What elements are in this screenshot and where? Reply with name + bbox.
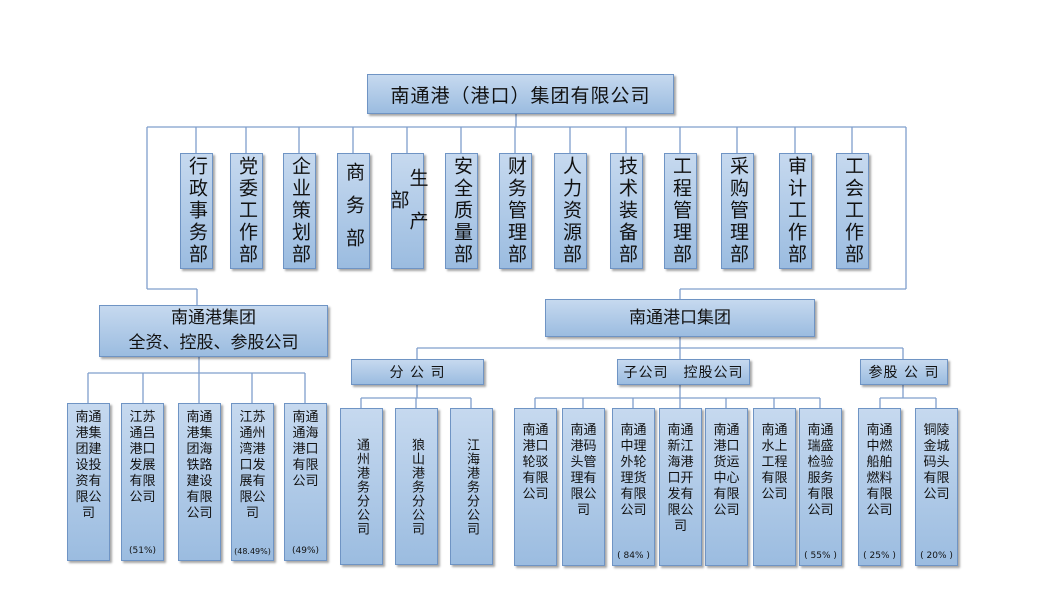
company-share: ( 55% ) (804, 551, 837, 561)
dept-box: 财务管理部 (499, 153, 532, 269)
company-share: (48.49%) (234, 547, 271, 556)
company-name: 南通瑞盛检验服务有限公司 (807, 423, 834, 518)
company-box: 南通港口货运中心有限公司 (705, 408, 748, 566)
company-box: 南通通海港口有限公司 (49%) (284, 403, 327, 561)
dept-box: 人力资源部 (554, 153, 587, 269)
company-name: 江苏通吕港口发展有限公司 (129, 410, 156, 505)
company-name: 南通港口轮驳有限公司 (522, 423, 549, 502)
left-group-title-line1: 南通港集团 (171, 308, 256, 328)
dept-box: 技术装备部 (610, 153, 643, 269)
branch-company-box: 狼山港务分公司 (395, 408, 438, 565)
company-box: 南通港口轮驳有限公司 (514, 408, 557, 566)
company-name: 通州港务分公司 (354, 437, 369, 536)
company-name: 狼山港务分公司 (409, 437, 424, 536)
right-group-box: 南通港口集团 (545, 299, 815, 337)
company-box: 南通新江海港口开发有限公司 (659, 408, 702, 566)
company-box: 南通港集团海铁路建设有限公司 (178, 403, 221, 561)
company-box: 江苏通州湾港口发展有限公司 (48.49%) (231, 403, 274, 561)
company-name: 南通港集团建设投资有限公司 (75, 410, 102, 521)
company-share: ( 20% ) (920, 551, 953, 561)
company-share: ( 84% ) (617, 551, 650, 561)
company-name: 南通港口货运中心有限公司 (713, 423, 740, 518)
company-box: 江苏通吕港口发展有限公司 (51%) (121, 403, 164, 561)
left-group-title-line2: 全资、控股、参股公司 (128, 333, 299, 353)
equity-category-box: 参股 公 司 (860, 359, 948, 385)
company-box: 南通瑞盛检验服务有限公司 ( 55% ) (799, 408, 842, 566)
dept-box: 安全质量部 (445, 153, 478, 269)
company-box: 南通中理外轮理货有限公司 ( 84% ) (612, 408, 655, 566)
company-name: 南通中理外轮理货有限公司 (620, 423, 647, 518)
subsidiary-category-box: 子公司 控股公司 (617, 359, 750, 385)
dept-box: 工程管理部 (664, 153, 697, 269)
company-name: 南通新江海港口开发有限公司 (667, 423, 694, 534)
company-name: 江苏通州湾港口发展有限公司 (239, 410, 266, 521)
dept-box: 审计工作部 (779, 153, 812, 269)
company-name: 江海港务分公司 (464, 437, 479, 536)
company-share: (51%) (128, 546, 157, 556)
branch-category-box: 分 公 司 (351, 359, 484, 385)
company-name: 南通水上工程有限公司 (761, 423, 788, 502)
company-name: 南通通海港口有限公司 (292, 410, 319, 489)
company-name: 南通港码头管理有限公司 (570, 423, 597, 518)
company-box: 铜陵金城码头有限公司 ( 20% ) (915, 408, 958, 566)
company-box: 南通中燃船舶燃料有限公司 ( 25% ) (858, 408, 901, 566)
dept-box: 生产部 (388, 153, 429, 269)
company-share: ( 25% ) (863, 551, 896, 561)
dept-box: 党委工作部 (230, 153, 263, 269)
root-company-box: 南通港（港口）集团有限公司 (367, 74, 674, 114)
dept-box: 商务部 (337, 153, 370, 269)
company-box: 南通港集团建设投资有限公司 (67, 403, 110, 561)
company-share: (49%) (291, 546, 320, 556)
dept-box: 企业策划部 (283, 153, 316, 269)
company-box: 南通水上工程有限公司 (753, 408, 796, 566)
branch-company-box: 江海港务分公司 (450, 408, 493, 565)
company-name: 铜陵金城码头有限公司 (923, 423, 950, 502)
dept-box: 采购管理部 (721, 153, 754, 269)
dept-box: 行政事务部 (180, 153, 213, 269)
company-name: 南通港集团海铁路建设有限公司 (186, 410, 213, 521)
company-name: 南通中燃船舶燃料有限公司 (866, 423, 893, 518)
left-group-box: 南通港集团 全资、控股、参股公司 (99, 305, 328, 357)
branch-company-box: 通州港务分公司 (340, 408, 383, 565)
company-box: 南通港码头管理有限公司 (562, 408, 605, 566)
dept-box: 工会工作部 (836, 153, 869, 269)
